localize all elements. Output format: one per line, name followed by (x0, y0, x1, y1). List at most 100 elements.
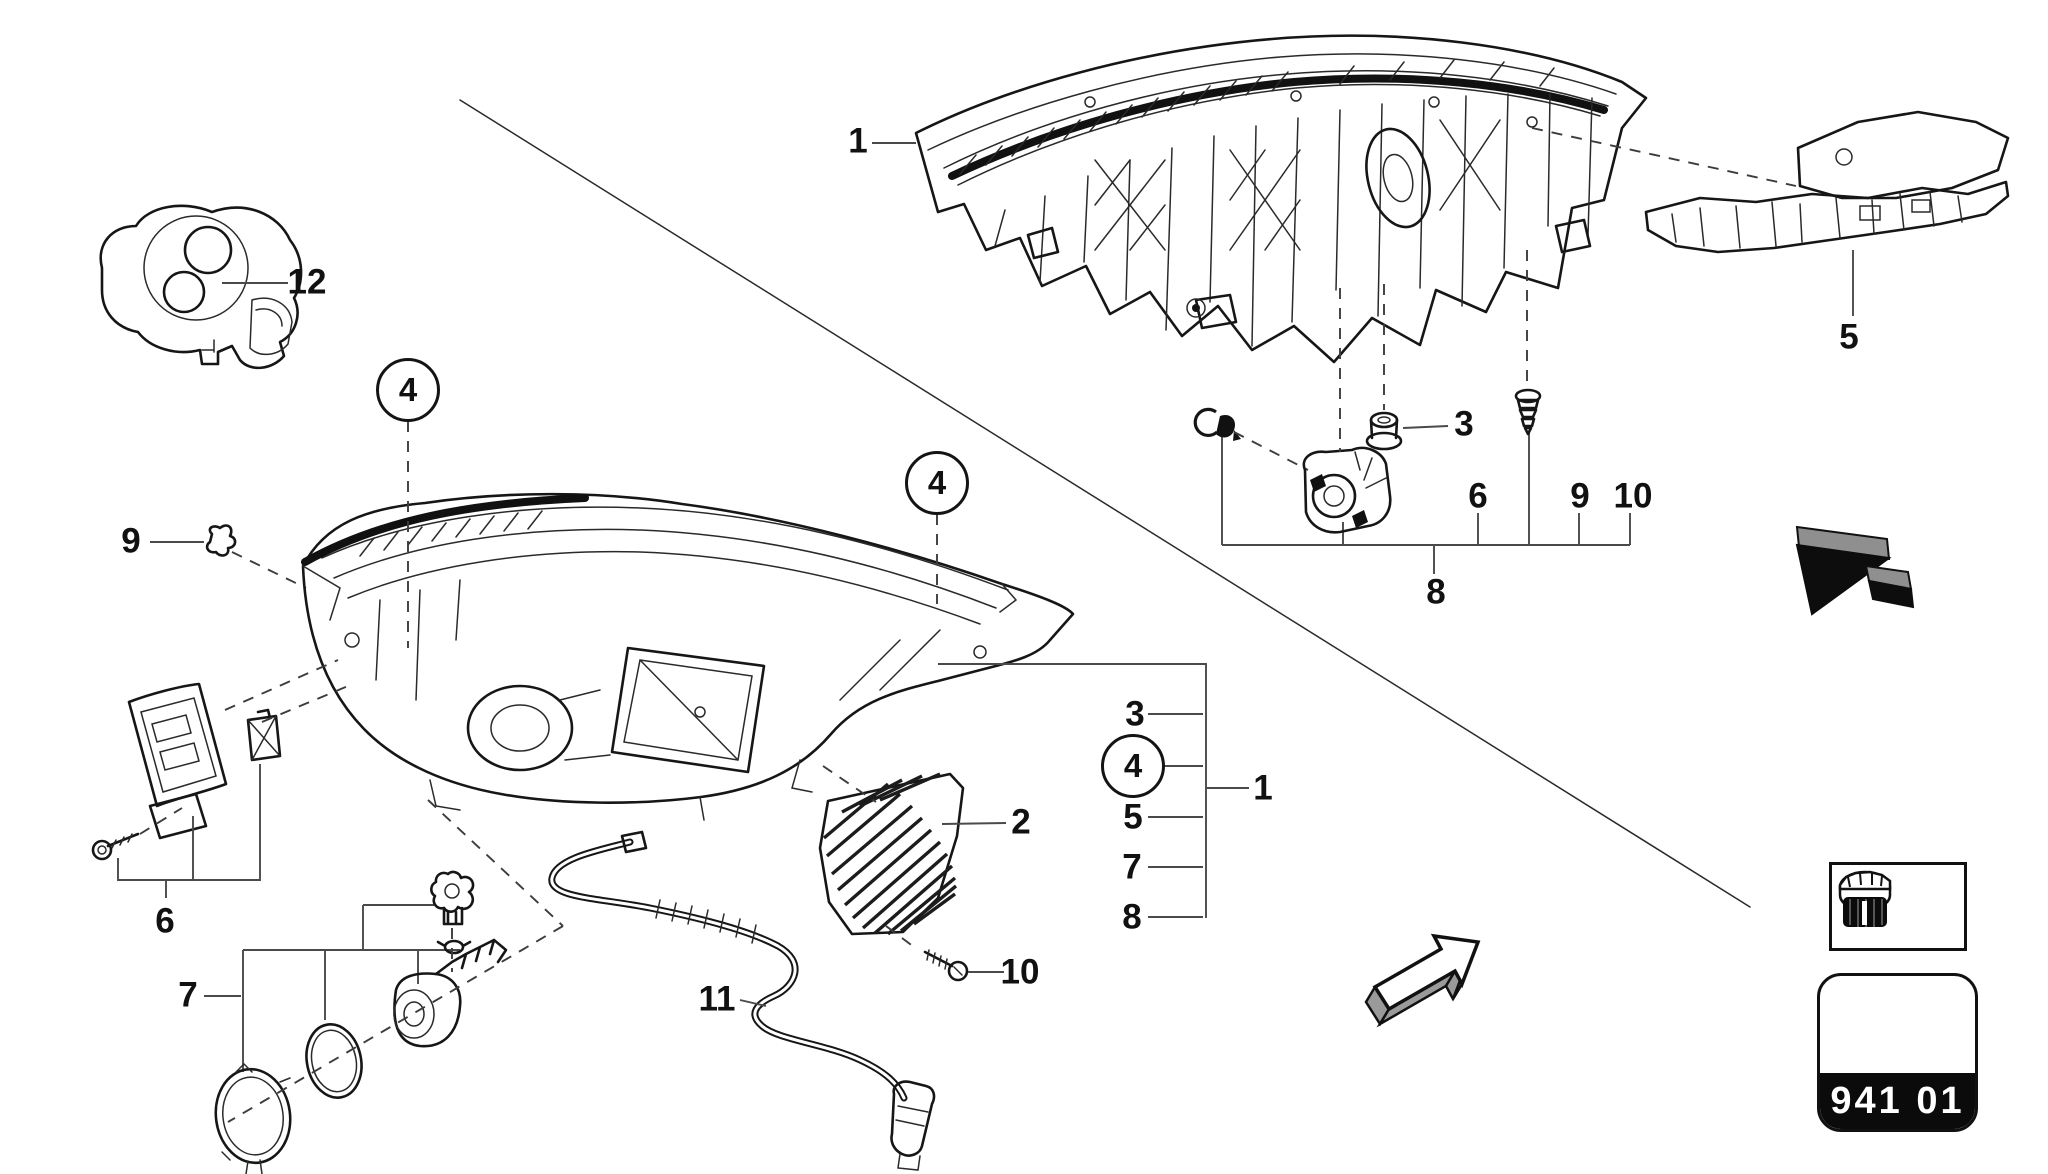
clip-body (205, 524, 237, 557)
callout-3-mid[interactable]: 3 (1454, 404, 1474, 444)
upper-flag (1796, 110, 2010, 200)
o-ring (305, 1023, 363, 1099)
projector-bore (1365, 127, 1431, 229)
callout-10-lower[interactable]: 10 (1000, 952, 1040, 992)
sleeve-top (1369, 411, 1399, 429)
led-module-dashed (822, 765, 919, 951)
page-code-plate[interactable]: 941 01 (1817, 973, 1978, 1132)
housing-ribs (994, 93, 1593, 347)
hole (183, 225, 233, 275)
kit-7-align-dashed (227, 799, 564, 1123)
panel-dot (694, 706, 706, 718)
circlip (1193, 407, 1219, 437)
callout-5[interactable]: 5 (1839, 317, 1859, 357)
sleeve-flange (1365, 431, 1403, 451)
projector-links (375, 579, 941, 761)
clip-head (1514, 388, 1542, 404)
screw-threads (111, 833, 133, 849)
connector-latch-brace (247, 715, 281, 761)
retaining-ring-inner (222, 1076, 284, 1156)
socket-face-inner (403, 1001, 425, 1027)
o-ring-inner (310, 1029, 358, 1093)
rim-dark (301, 494, 589, 566)
screw-boss (1526, 116, 1538, 128)
motor-facets (1354, 451, 1387, 489)
legend-item-7[interactable]: 7 (1122, 847, 1142, 887)
bracket-strip-drawing (1644, 110, 2010, 254)
callout-11[interactable]: 11 (698, 979, 736, 1019)
face-ring (143, 215, 249, 321)
callout-1-top[interactable]: 1 (848, 121, 868, 161)
retaining-ring (214, 1067, 292, 1165)
page-code-text: 941 01 (1820, 1073, 1975, 1129)
circlip-to-motor-dashed (1233, 431, 1309, 471)
callout-9-mid[interactable]: 9 (1570, 476, 1590, 516)
clip-ribs (1516, 398, 1540, 436)
legend-item-8[interactable]: 8 (1122, 897, 1142, 937)
flag-hole (1835, 148, 1853, 166)
callout-11-leader (739, 999, 767, 1007)
end-connector (890, 1080, 936, 1157)
module-align-dashed (224, 659, 349, 723)
lens-hatch (359, 510, 543, 557)
screw-black (1216, 414, 1241, 441)
heatsink-outline (818, 772, 965, 936)
callout-3-leader (1402, 425, 1449, 429)
housing-feet (302, 565, 1018, 821)
callout-4-circle-a[interactable]: 4 (376, 358, 440, 422)
screw-boss (1290, 90, 1302, 102)
screw-shaft (923, 950, 954, 968)
headlamp-front-view-drawing (301, 492, 1075, 821)
arrow-top-face (1372, 933, 1481, 1012)
socket-face (393, 989, 435, 1039)
arrow-tail-body (1867, 579, 1915, 609)
screw-boss (1428, 96, 1440, 108)
legend-lines (938, 663, 1249, 918)
group-8-bracket-lines (1221, 432, 1631, 574)
callout-6-left[interactable]: 6 (155, 901, 175, 941)
callout-7-left[interactable]: 7 (178, 975, 198, 1015)
legend-item-3[interactable]: 3 (1125, 694, 1145, 734)
cap-stem (442, 906, 464, 926)
screw-threads (926, 949, 948, 970)
bar-outline (1644, 180, 2010, 254)
control-module-drawing (91, 682, 282, 861)
headlamp-rear-view-drawing (914, 34, 1648, 364)
projector-lens-inner (490, 704, 550, 752)
module-inner (140, 697, 217, 793)
bracket-5-dashed-leader (1531, 127, 1797, 187)
callout-2[interactable]: 2 (1011, 802, 1031, 842)
arrow-body (1795, 543, 1892, 616)
bulb-kit-drawing (214, 870, 508, 1174)
lens-hatch-ticks (959, 59, 1555, 175)
lens-sweeps (321, 506, 1009, 625)
callout-8-mid[interactable]: 8 (1426, 572, 1446, 612)
mount-hole (973, 645, 987, 659)
legend-item-4-circle[interactable]: 4 (1101, 734, 1165, 798)
direction-arrow-white (1364, 933, 1481, 1028)
tube-inner (550, 840, 906, 1100)
crosshatch-cells (1094, 119, 1501, 251)
callout-12[interactable]: 12 (287, 262, 327, 302)
callout-9-left[interactable]: 9 (121, 521, 141, 561)
direction-arrow-black (1795, 525, 1915, 616)
callout-10-mid[interactable]: 10 (1613, 476, 1653, 516)
legend-item-5[interactable]: 5 (1123, 797, 1143, 837)
key-box[interactable]: 4 (1829, 862, 1967, 951)
legend-target-1[interactable]: 1 (1253, 768, 1273, 808)
sleeve-drawing (1365, 411, 1403, 451)
lens-dark-band (948, 74, 1608, 180)
mount-hole (344, 632, 360, 648)
circlip-screw-drawing (1193, 407, 1241, 441)
motor-dark-bits (1310, 474, 1368, 528)
callout-4-circle-b[interactable]: 4 (905, 451, 969, 515)
screw-head-inner (97, 845, 107, 855)
screw-slot (953, 966, 963, 976)
outline (914, 34, 1648, 364)
projector-lens (466, 684, 574, 772)
heatsink-fins (822, 772, 958, 936)
callout-6-mid[interactable]: 6 (1468, 476, 1488, 516)
lens-sweep-lines (927, 53, 1617, 186)
